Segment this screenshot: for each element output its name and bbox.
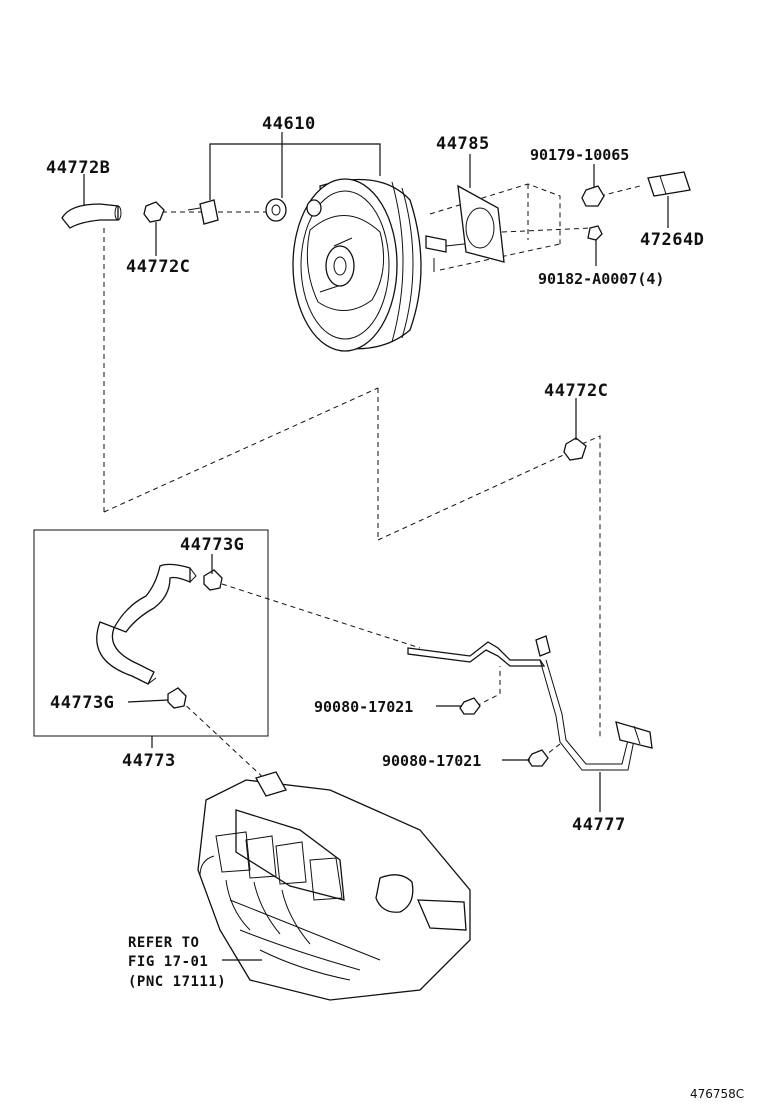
nut-90179: [581, 185, 605, 207]
label-44610: 44610: [262, 114, 316, 134]
reference-line-2: FIG 17-01: [128, 954, 208, 970]
reference-note: REFER TO FIG 17-01 (PNC 17111): [128, 935, 226, 990]
label-90080-17021-lower: 90080-17021: [382, 752, 481, 770]
check-valve: [187, 199, 219, 225]
label-90179-10065: 90179-10065: [530, 146, 629, 164]
label-44772C-right: 44772C: [544, 381, 608, 401]
grommet: [265, 198, 287, 222]
label-44785: 44785: [436, 134, 490, 154]
clamp-44773G-upper: [203, 569, 223, 591]
clamp-44772C-right: [563, 437, 587, 461]
gasket-44785: [457, 184, 505, 263]
clevis-47264D: [647, 171, 691, 197]
label-44772B: 44772B: [46, 158, 110, 178]
brake-booster: [292, 178, 501, 352]
figure-code: 476758C: [690, 1087, 744, 1101]
label-44773G-lower: 44773G: [50, 693, 114, 713]
nut-90080-lower: [527, 749, 549, 767]
label-44773: 44773: [122, 751, 176, 771]
intake-manifold: [197, 771, 471, 1001]
label-44773G-upper: 44773G: [180, 535, 244, 555]
label-90080-17021-upper: 90080-17021: [314, 698, 413, 716]
reference-line-3: (PNC 17111): [128, 974, 226, 990]
routing-lines: [103, 183, 641, 783]
part-labels: 44610 44785 44772B 44772C 90179-10065 47…: [46, 114, 704, 835]
nut-90182: [587, 225, 603, 241]
hose-kit-box: [33, 529, 269, 737]
vacuum-pipe-44777: [407, 635, 653, 771]
reference-line-1: REFER TO: [128, 935, 199, 951]
clamp-44772C-upper: [143, 201, 165, 223]
label-44772C-upper: 44772C: [126, 257, 190, 277]
leader-lines: [83, 132, 669, 961]
label-44777: 44777: [572, 815, 626, 835]
clamp-44773G-lower: [167, 687, 187, 709]
nut-90080-upper: [459, 697, 481, 715]
hose-44772B: [61, 203, 122, 229]
label-47264D: 47264D: [640, 230, 704, 250]
label-90182-A0007: 90182-A0007(4): [538, 270, 664, 288]
